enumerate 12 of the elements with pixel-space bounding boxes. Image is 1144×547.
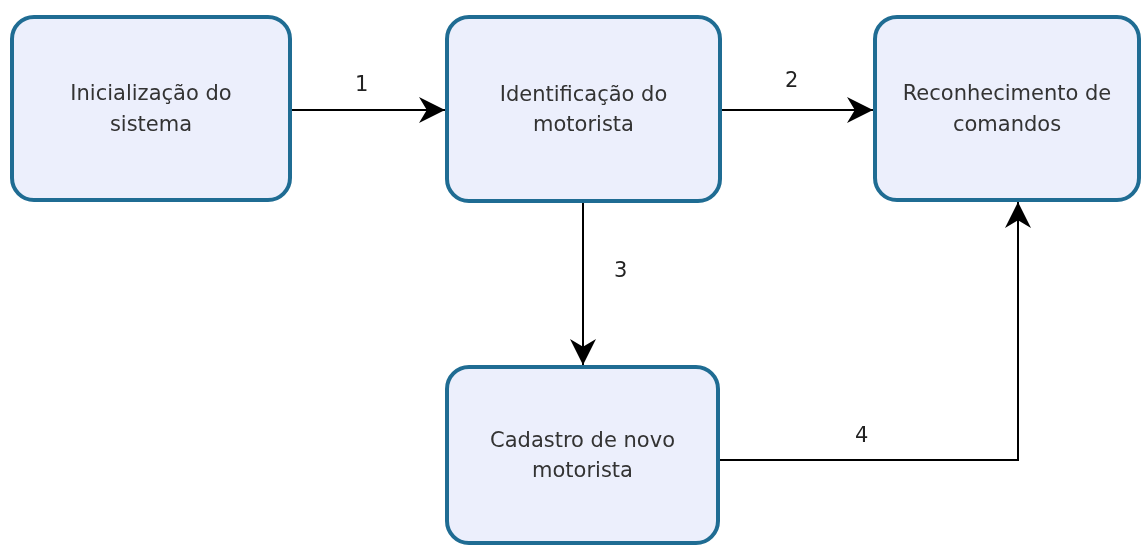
- box-label: Reconhecimento de comandos: [901, 80, 1113, 138]
- box-label: Inicialização do sistema: [69, 80, 233, 138]
- arrow: [719, 201, 1031, 461]
- process-box: [445, 365, 720, 545]
- arrow: [570, 202, 596, 366]
- box-label: Cadastro de novo motorista: [489, 426, 676, 484]
- box-label: Identificação do motorista: [498, 80, 669, 138]
- process-box: [873, 15, 1141, 202]
- arrow: [721, 97, 874, 123]
- arrow: [291, 97, 446, 123]
- process-box: [10, 15, 292, 202]
- process-box: [445, 15, 722, 203]
